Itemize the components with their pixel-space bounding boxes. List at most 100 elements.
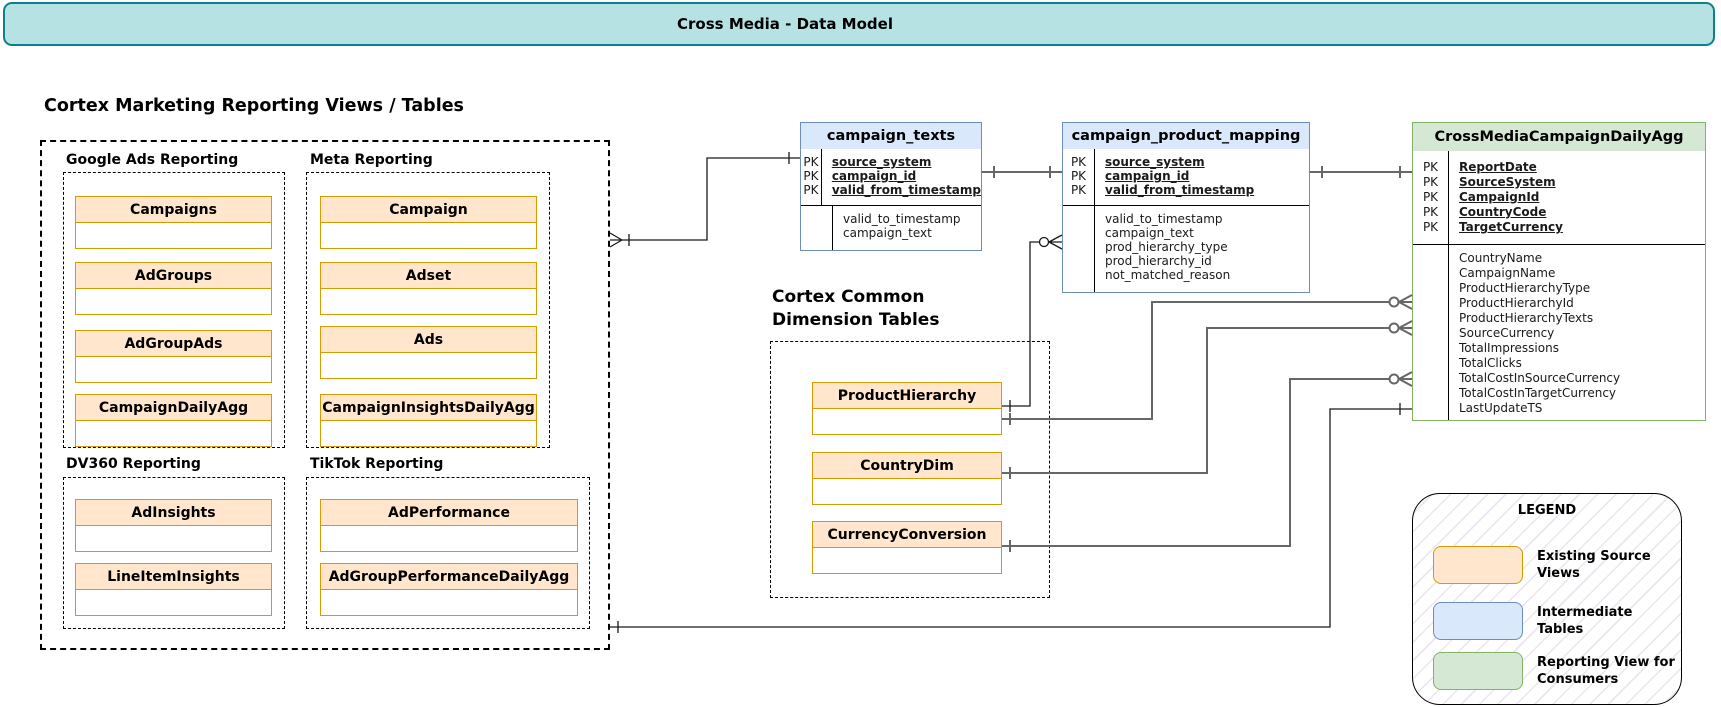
field: campaign_text [843,226,932,240]
legend-label-reporting: Reporting View for Consumers [1537,655,1675,687]
pk-fields: source_system campaign_id valid_from_tim… [1095,149,1309,205]
entity-body [76,590,271,615]
entity-title: AdGroupAds [76,331,271,357]
entity-body [813,548,1001,573]
field: campaign_id [1105,169,1190,183]
entity-body [76,223,271,248]
table-title: CrossMediaCampaignDailyAgg [1413,123,1705,151]
attr-fields: valid_to_timestamp campaign_text prod_hi… [1095,206,1309,292]
entity-adinsights: AdInsights [75,499,272,552]
diagram-title: Cross Media - Data Model [677,15,893,33]
pk-column-spacer [1413,245,1449,420]
group-label-google-ads: Google Ads Reporting [66,152,239,168]
entity-title: AdGroupPerformanceDailyAgg [321,564,577,590]
entity-lineiteminsights: LineItemInsights [75,563,272,616]
group-label-dv360: DV360 Reporting [66,456,201,472]
field: valid_from_timestamp [1105,183,1255,197]
entity-title: CampaignDailyAgg [76,395,271,421]
entity-body [76,526,271,551]
field: campaign_text [1105,226,1194,240]
connector-currencyconversion-to-agg [1002,371,1413,552]
field: source_system [831,155,932,169]
field: prod_hierarchy_id [1105,254,1212,268]
entity-title: Campaign [321,197,536,223]
field: CampaignId [1459,190,1540,204]
table-campaign-texts: campaign_texts PK PK PK source_system ca… [800,122,982,251]
entity-title: CountryDim [813,453,1001,479]
field: valid_to_timestamp [843,212,961,226]
field: valid_from_timestamp [831,183,981,197]
field: not_matched_reason [1105,268,1231,282]
entity-body [813,479,1001,504]
entity-title: AdPerformance [321,500,577,526]
field: TotalCostInTargetCurrency [1459,386,1617,400]
pk-column-spacer [801,206,833,250]
entity-body [321,421,536,446]
entity-body [76,357,271,382]
marketing-section-box [40,140,610,650]
group-box-google-ads [63,172,285,448]
field: prod_hierarchy_type [1105,240,1228,254]
entity-producthierarchy: ProductHierarchy [812,382,1002,435]
legend-title: LEGEND [1517,503,1577,518]
attr-fields: CountryName CampaignName ProductHierarch… [1449,245,1705,420]
field: CountryName [1459,251,1543,265]
field: ProductHierarchyId [1459,296,1574,310]
legend-label-intermediate: Intermediate Tables [1537,605,1633,637]
title-banner: Cross Media - Data Model [3,2,1715,46]
pk-column-spacer [1063,206,1095,292]
entity-body [76,421,271,446]
legend-label-source-views: Existing Source Views [1537,549,1651,581]
connector-producthierarchy-to-agg [1002,294,1413,425]
connector-countrydim-to-agg [1002,320,1413,479]
field: TargetCurrency [1459,220,1563,234]
entity-adgroupperformancedailyagg: AdGroupPerformanceDailyAgg [320,563,578,616]
legend-swatch-intermediate [1433,602,1523,640]
entity-title: CampaignInsightsDailyAgg [321,395,536,421]
field: campaign_id [831,169,917,183]
entity-countrydim: CountryDim [812,452,1002,505]
common-dimension-heading: Cortex Common Dimension Tables [772,287,940,330]
connector-marketing-to-campaign-texts [609,152,800,248]
entity-title: AdInsights [76,500,271,526]
connector-texts-to-mapping [982,166,1062,178]
field: ProductHierarchyTexts [1459,311,1594,325]
table-title: campaign_product_mapping [1063,123,1309,149]
table-crossmedia-campaign-daily-agg: CrossMediaCampaignDailyAgg PK PK PK PK P… [1412,122,1706,421]
entity-body [76,289,271,314]
field: TotalImpressions [1459,341,1559,355]
group-box-dv360 [63,477,285,629]
entity-body [321,289,536,314]
connector-mapping-to-agg [1310,166,1412,178]
group-box-tiktok [306,477,590,629]
field: valid_to_timestamp [1105,212,1223,226]
entity-adgroups: AdGroups [75,262,272,315]
entity-campaigns: Campaigns [75,196,272,249]
legend-swatch-source-views [1433,546,1523,584]
field: SourceSystem [1459,175,1556,189]
field: source_system [1105,155,1205,169]
entity-adperformance: AdPerformance [320,499,578,552]
pk-fields: source_system campaign_id valid_from_tim… [822,149,981,205]
entity-adgroupads: AdGroupAds [75,330,272,383]
table-campaign-product-mapping: campaign_product_mapping PK PK PK source… [1062,122,1310,293]
field: TotalCostInSourceCurrency [1459,371,1621,385]
marketing-section-heading: Cortex Marketing Reporting Views / Table… [44,96,464,116]
entity-title: AdGroups [76,263,271,289]
entity-currencyconversion: CurrencyConversion [812,521,1002,574]
entity-body [321,223,536,248]
field: TotalClicks [1459,356,1522,370]
pk-fields: ReportDate SourceSystem CampaignId Count… [1449,151,1705,244]
attr-fields: valid_to_timestamp campaign_text [833,206,981,250]
group-box-meta [306,172,550,448]
entity-campaign: Campaign [320,196,537,249]
entity-adset: Adset [320,262,537,315]
pk-column: PK PK PK [1063,149,1095,205]
entity-title: Adset [321,263,536,289]
entity-title: Ads [321,327,536,353]
entity-body [813,409,1001,434]
table-title: campaign_texts [801,123,981,149]
entity-title: CurrencyConversion [813,522,1001,548]
entity-title: ProductHierarchy [813,383,1001,409]
